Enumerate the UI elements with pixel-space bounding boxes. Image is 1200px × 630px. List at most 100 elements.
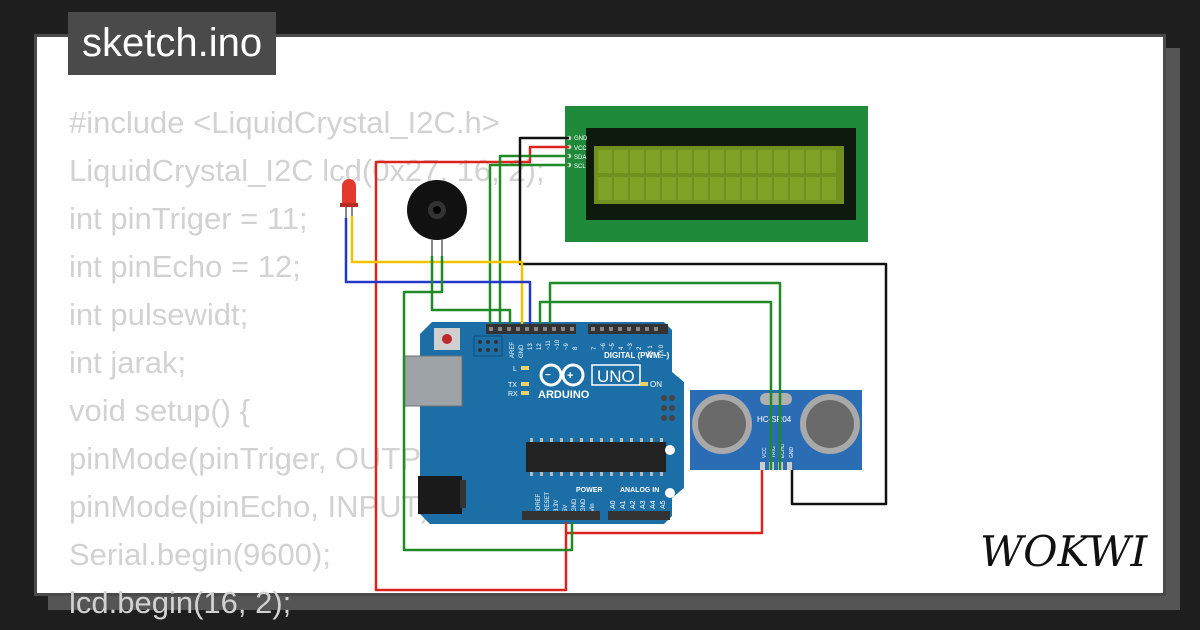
wire-green-buzzer[interactable]: [430, 256, 512, 324]
status-leds: [521, 366, 529, 395]
power-header-title: POWER: [576, 487, 602, 494]
reset-button-cap[interactable]: [442, 334, 452, 344]
pin-label-gnd1: GND: [572, 498, 578, 512]
pin-label-aref: AREF: [510, 342, 516, 358]
arduino-infinity-logo: [539, 363, 585, 387]
analog-header[interactable]: [608, 511, 670, 520]
power-header[interactable]: [522, 511, 600, 520]
mount-hole: [665, 445, 675, 455]
led-label-l: L: [513, 366, 517, 373]
status-led-labels: L TX RX: [508, 366, 518, 398]
lcd-display[interactable]: GND VCC SDA SCL: [565, 106, 868, 242]
lcd-pin-scl: SCL: [574, 164, 586, 170]
sensor-pin-gnd: GND: [789, 447, 795, 459]
wire-red-sensor-vcc[interactable]: [566, 470, 764, 535]
digital-header-title: DIGITAL (PWM ~): [604, 351, 670, 360]
wire-green-echo[interactable]: [548, 281, 782, 470]
arduino-pcb: [420, 322, 684, 524]
wire-green-trig[interactable]: [538, 300, 773, 470]
wire-green-sda[interactable]: [498, 154, 569, 324]
usb-connector: [403, 355, 463, 407]
code-line: #include <LiquidCrystal_I2C.h>: [69, 105, 500, 140]
pin-label-7: 7: [592, 346, 598, 350]
lcd-pin-labels: GND VCC SDA SCL: [574, 136, 588, 170]
power-jack-lip: [460, 480, 466, 508]
sensor-transducer-left-mesh: [698, 400, 746, 448]
lcd-pin-gnd: GND: [574, 136, 588, 142]
pin-label-a3: A3: [640, 500, 647, 509]
pin-label-a4: A4: [650, 500, 657, 509]
icsp2-header: [661, 395, 675, 421]
code-line: lcd.begin(16, 2);: [69, 585, 292, 620]
pin-label-a5: A5: [660, 500, 667, 509]
wire-red-lcd-vcc[interactable]: [374, 145, 569, 592]
led-dome: [342, 179, 356, 204]
atmega-chip: [526, 442, 666, 472]
pin-label-5: ~5: [610, 342, 616, 350]
led-base: [340, 203, 358, 207]
wire-green-buzzer-gnd[interactable]: [402, 256, 574, 552]
arduino-brand-label: ARDUINO: [538, 389, 590, 401]
logo-plus: +: [567, 370, 573, 382]
red-led[interactable]: [340, 179, 358, 218]
digital-header-pins: [489, 327, 658, 331]
pin-label-4: 4: [619, 346, 625, 350]
wokwi-logo-text: WOKWI: [980, 527, 1149, 576]
code-line: int jarak;: [69, 345, 187, 380]
pin-label-3v3: 3.3V: [554, 500, 560, 512]
pin-label-vin: Vin: [590, 503, 596, 512]
piezo-buzzer[interactable]: [407, 180, 467, 256]
code-line: void setup() {: [69, 393, 250, 428]
pin-label-a2: A2: [630, 500, 637, 509]
wire-blue-led[interactable]: [344, 218, 532, 324]
chip-legs: [530, 438, 663, 476]
file-tab[interactable]: sketch.ino: [68, 12, 277, 75]
icsp-header: [473, 335, 503, 357]
sensor-pin-trig: TRIG: [771, 446, 777, 458]
pin-label-a1: A1: [620, 500, 627, 509]
sensor-pin-vcc: VCC: [762, 447, 768, 458]
lcd-pin-vcc: VCC: [574, 146, 587, 152]
wire-yellow-led[interactable]: [350, 216, 524, 324]
uno-badge: [591, 364, 641, 386]
pin-label-tx: TX 1: [648, 345, 654, 358]
code-line: Serial.begin(9600);: [69, 537, 331, 572]
analog-header-title: ANALOG IN: [620, 487, 659, 494]
wire-green-scl[interactable]: [488, 163, 569, 324]
pin-label-6: ~6: [601, 342, 607, 350]
sensor-transducer-right-mesh: [806, 400, 854, 448]
digital-pin-labels: AREF GND 13 12 ~11 ~10 ~9 8 7 ~6 ~5 4 ~3…: [510, 339, 665, 358]
sensor-pin-echo: ECHO: [780, 443, 786, 458]
pin-label-5v: 5V: [563, 505, 569, 512]
wokwi-logo: WOKWI: [978, 522, 1150, 583]
led-label-rx: RX: [508, 391, 518, 398]
pin-label-3: ~3: [628, 342, 634, 350]
digital-header-left[interactable]: [486, 324, 576, 334]
ultrasonic-sensor[interactable]: HC-SR04 VCC TRIG ECHO GND: [690, 390, 862, 470]
pin-label-gnd2: GND: [581, 498, 587, 512]
pin-label-12: 12: [537, 343, 543, 350]
on-label: ON: [650, 380, 662, 389]
pin-label-rx: RX 0: [659, 344, 665, 358]
on-led: [640, 382, 648, 386]
mount-hole: [665, 488, 675, 498]
code-line: int pinEcho = 12;: [69, 249, 301, 284]
sensor-pin-labels: VCC TRIG ECHO GND: [762, 443, 795, 458]
arduino-uno-board[interactable]: AREF GND 13 12 ~11 ~10 ~9 8 7 ~6 ~5 4 ~3…: [403, 322, 684, 524]
code-line: LiquidCrystal_I2C lcd(0x27, 16, 2);: [69, 153, 545, 188]
code-line: pinMode(pinEcho, INPUT);: [69, 489, 440, 524]
pin-label-10: ~10: [555, 339, 561, 350]
wire-black-gnd[interactable]: [518, 136, 888, 506]
sensor-crystal: [760, 393, 792, 405]
pin-label-9: ~9: [564, 342, 570, 350]
pin-label-2: 2: [637, 346, 643, 350]
lcd-char-cells: [598, 150, 836, 200]
power-jack: [418, 476, 462, 514]
pin-label-ioref: IOREF: [536, 493, 542, 512]
pin-label-13: 13: [528, 343, 534, 350]
led-label-tx: TX: [508, 382, 517, 389]
wires[interactable]: [344, 136, 888, 592]
logo-minus: −: [545, 370, 551, 381]
pin-label-gnd: GND: [519, 344, 525, 358]
